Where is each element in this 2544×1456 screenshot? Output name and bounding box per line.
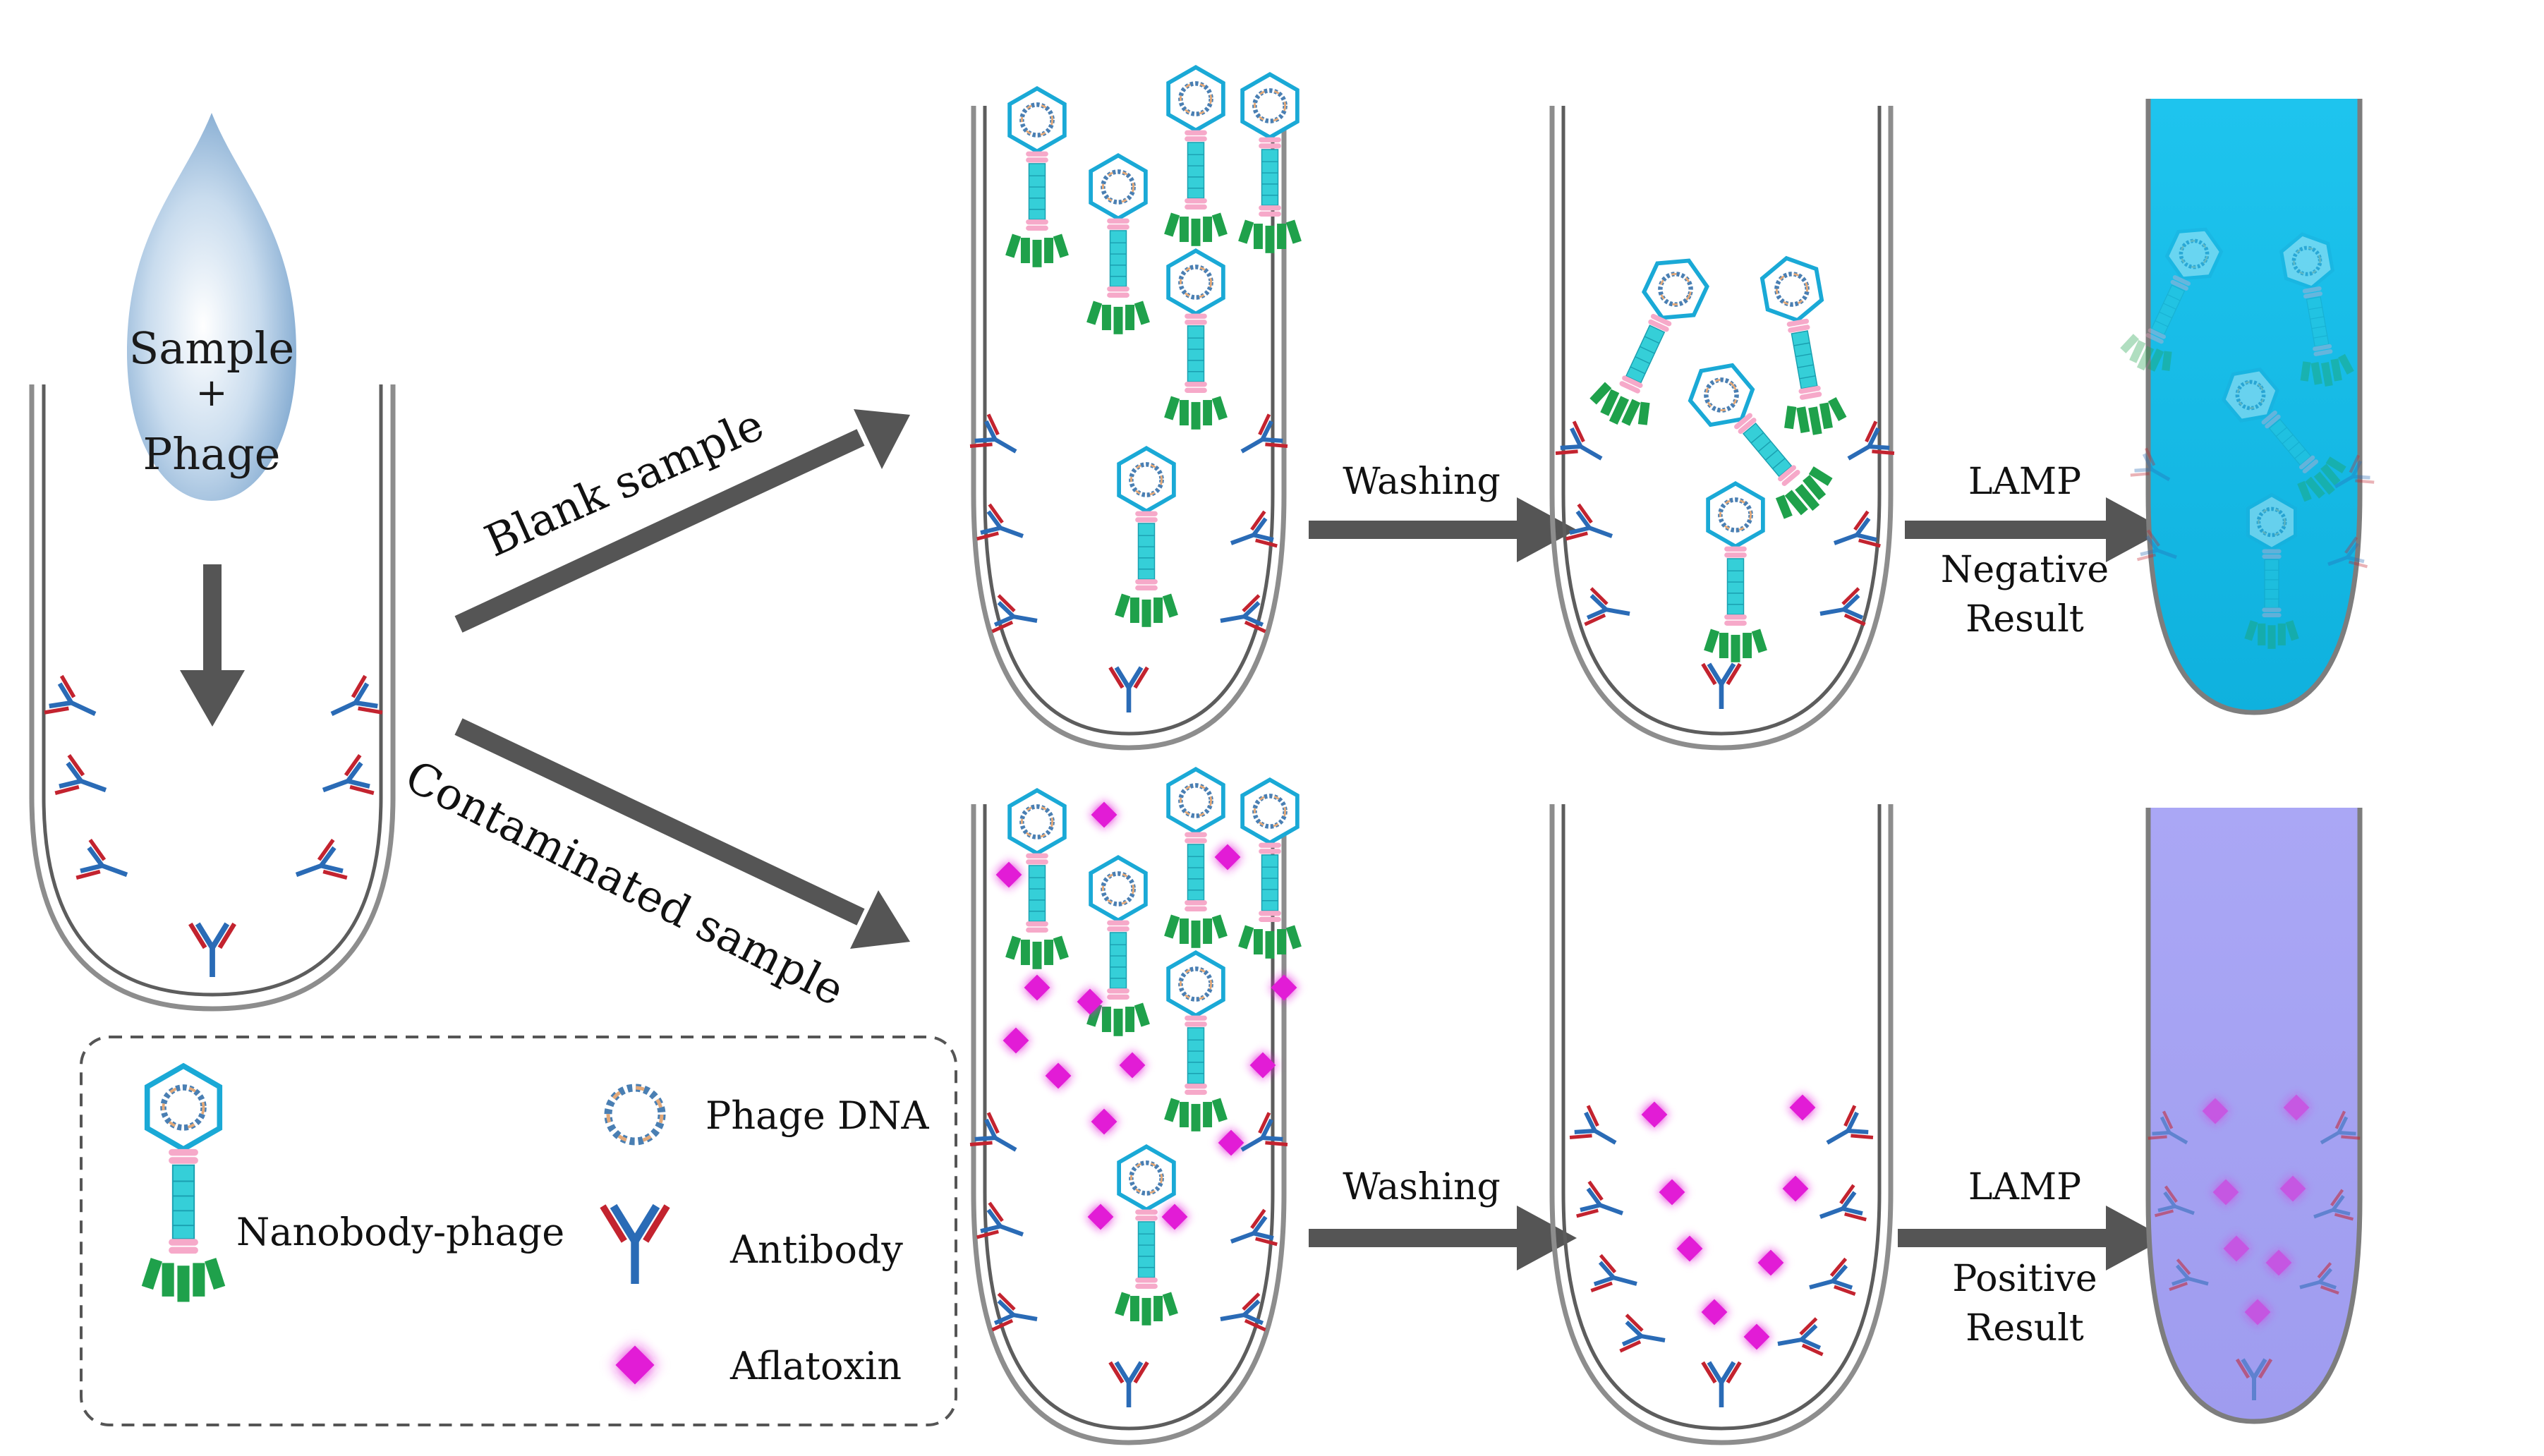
positive-result-tube (2145, 808, 2363, 1424)
down-arrow (180, 564, 245, 727)
washing-arrow-bottom (1309, 1206, 1577, 1270)
legend-antibody: Antibody (729, 1227, 903, 1272)
drop-label-line3: Phage (143, 428, 281, 480)
phage-dna-icon (604, 1084, 666, 1146)
contaminated-branch-arrow (454, 718, 910, 949)
legend-aflatoxin: Aflatoxin (729, 1344, 902, 1388)
drop-label-line2: + (195, 370, 227, 415)
aflatoxin-icon (615, 1345, 654, 1384)
positive-result-line2: Result (1965, 1307, 2084, 1349)
initial-tube (29, 384, 396, 1012)
sample-drop (127, 113, 296, 501)
blank-branch-arrow (454, 409, 910, 633)
lamp-label-bottom: LAMP (1968, 1166, 2081, 1208)
legend-box (80, 1036, 957, 1426)
lamp-arrow-top (1905, 497, 2166, 562)
nanobody-phage-icon (142, 1066, 225, 1302)
contaminated-washed-tube (1549, 804, 1894, 1445)
washing-label-bottom: Washing (1343, 1166, 1501, 1208)
legend-phage-dna: Phage DNA (705, 1093, 930, 1138)
lamp-label-top: LAMP (1968, 461, 2081, 503)
lamp-arrow-bottom (1898, 1206, 2166, 1270)
negative-result-line2: Result (1965, 598, 2084, 641)
legend-nanobody-phage: Nanobody-phage (236, 1210, 564, 1254)
washing-arrow-top (1309, 497, 1577, 562)
contaminated-incubation-tube (970, 769, 1302, 1445)
negative-result-tube (2116, 99, 2374, 715)
negative-result-line1: Negative (1941, 549, 2109, 591)
antibody-icon (602, 1206, 667, 1284)
blank-incubation-tube (970, 67, 1302, 751)
blank-washed-tube (1549, 106, 1894, 751)
positive-result-line1: Positive (1952, 1258, 2097, 1300)
drop-label-line1: Sample (129, 322, 294, 374)
washing-label-top: Washing (1343, 461, 1501, 503)
